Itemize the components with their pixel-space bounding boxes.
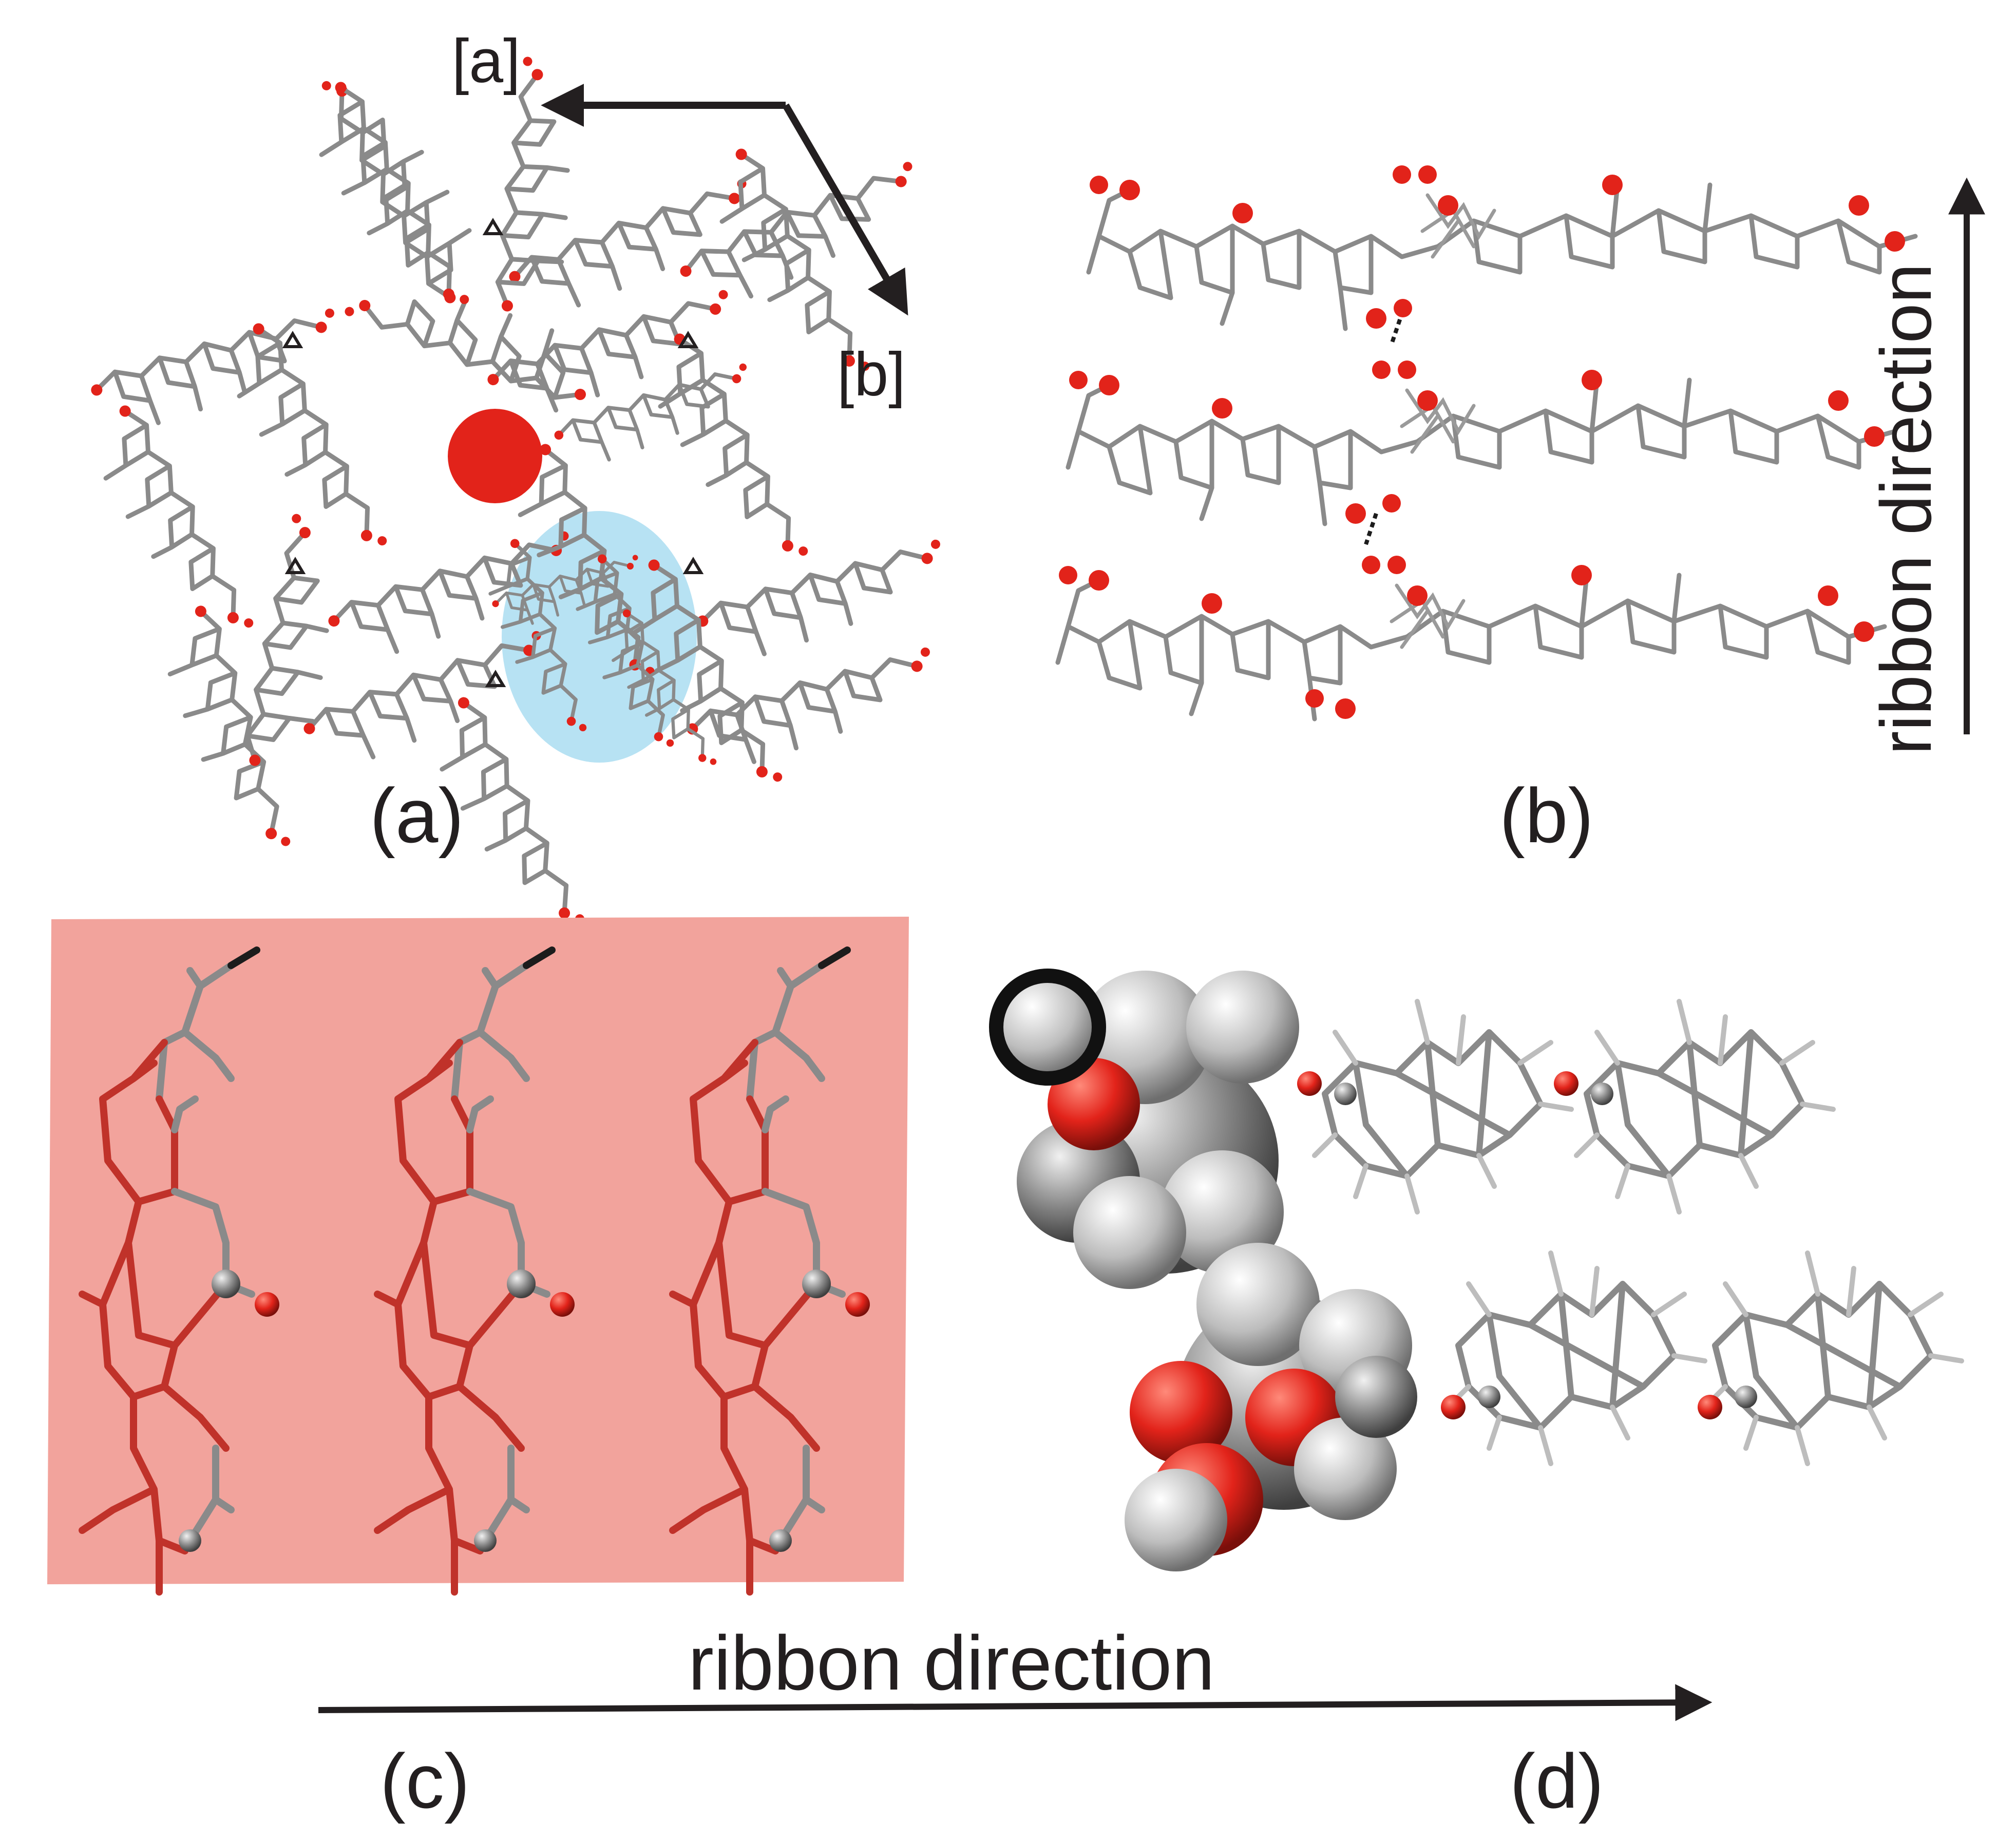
axis-b-arrow: [782, 103, 908, 316]
panel-c-label: (c): [380, 1738, 470, 1824]
ribbon-direction-label-horizontal: ribbon direction: [688, 1620, 1215, 1706]
molecular-network-a: [84, 52, 952, 950]
ribbon-direction-label-vertical: ribbon direction: [1866, 263, 1946, 755]
ribbon-molecules-b: [1058, 165, 1915, 719]
red-cavity-marker: [448, 409, 542, 503]
ribbon-direction-vertical: ribbon direction: [1866, 177, 1985, 755]
panel-a: [a] [b] (a): [84, 27, 952, 950]
shared-ribbon-direction: ribbon direction: [318, 1620, 1713, 1721]
panel-d-label: (d): [1510, 1738, 1604, 1824]
space-filling-molecule-upper: [989, 969, 1299, 1289]
panel-c: (c): [47, 917, 909, 1824]
panel-a-label: (a): [370, 772, 464, 859]
axis-a-label: [a]: [452, 27, 520, 96]
space-filling-molecule-lower: [1125, 1243, 1417, 1571]
red-highlight-background: [47, 917, 909, 1584]
panel-b-label: (b): [1499, 772, 1593, 859]
axis-b-label: [b]: [837, 340, 905, 409]
panel-b: ribbon direction (b): [1058, 165, 1985, 859]
stick-molecules-d: [1297, 1001, 1962, 1464]
ribbon-direction-arrow-horizontal: [318, 1684, 1713, 1721]
lattice-axes: [a] [b]: [452, 27, 908, 409]
panel-d: (d): [989, 969, 1962, 1824]
